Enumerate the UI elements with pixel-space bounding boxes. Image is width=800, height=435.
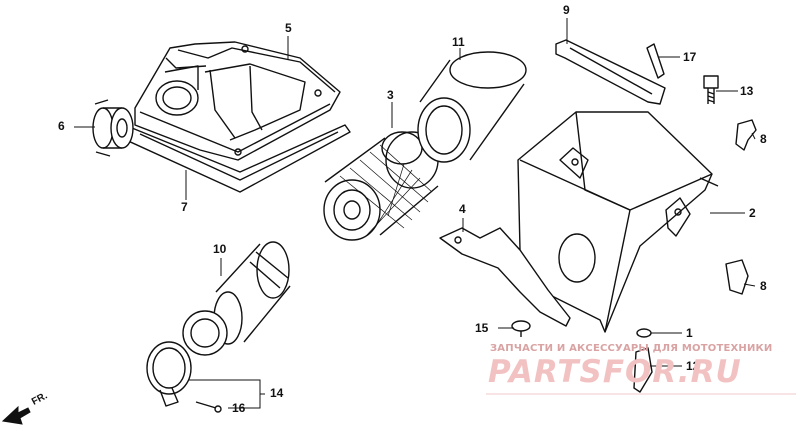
part-11-foam-filter (417, 51, 527, 163)
callout-16: 16 (232, 401, 246, 415)
watermark-logo: PARTSFOR.RU (488, 354, 742, 390)
callout-15: 15 (475, 321, 489, 335)
callout-3: 3 (387, 88, 394, 102)
part-8-clip-upper (735, 119, 757, 151)
part-17-pin (646, 43, 665, 79)
callout-8-upper: 8 (760, 132, 767, 146)
part-1-collar (636, 328, 652, 338)
callout-7: 7 (181, 200, 188, 214)
callout-4: 4 (459, 202, 466, 216)
leader-lines (74, 18, 756, 409)
callout-13: 13 (740, 84, 754, 98)
part-5-cleaner-cover (134, 41, 341, 161)
callout-9: 9 (563, 3, 570, 17)
callout-11: 11 (452, 35, 465, 49)
part-12-tab (633, 347, 653, 393)
front-direction-arrow (1, 405, 31, 425)
callout-8-lower: 8 (760, 279, 767, 293)
callout-5: 5 (285, 21, 292, 35)
callout-17: 17 (683, 50, 697, 64)
part-6-cap (92, 99, 134, 157)
callout-12: 12 (686, 359, 700, 373)
part-16-screw (195, 401, 222, 413)
part-13-bolt (703, 75, 719, 104)
part-14-clamp (146, 341, 192, 407)
part-10-intake-duct (182, 241, 291, 356)
part-9-strap (555, 39, 666, 105)
part-3-filter-element (323, 131, 439, 241)
callout-10: 10 (213, 242, 227, 256)
callout-2: 2 (749, 206, 756, 220)
callout-6: 6 (58, 119, 65, 133)
part-4-bracket (439, 227, 571, 327)
callout-1: 1 (686, 326, 693, 340)
part-15-grommet (511, 320, 531, 337)
part-8-clip-lower (725, 259, 749, 295)
watermark-tagline: ЗАПЧАСТИ И АКСЕССУАРЫ ДЛЯ МОТОТЕХНИКИ (490, 343, 773, 354)
callout-14: 14 (270, 386, 284, 400)
